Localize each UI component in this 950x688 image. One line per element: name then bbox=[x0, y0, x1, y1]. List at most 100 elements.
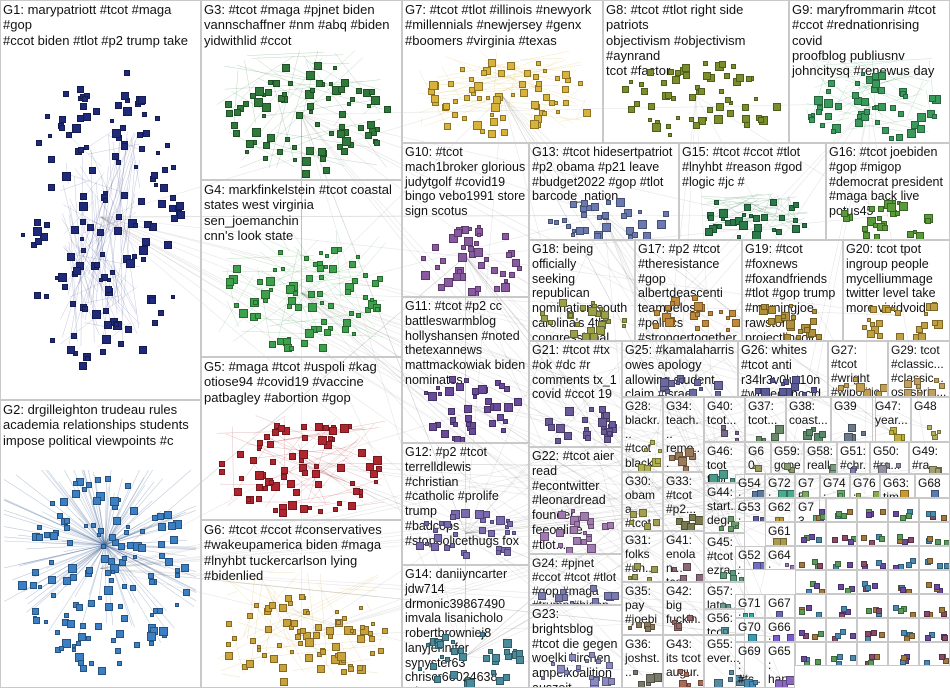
node bbox=[374, 127, 380, 132]
node bbox=[799, 630, 806, 637]
edge bbox=[67, 223, 86, 295]
node bbox=[293, 291, 299, 297]
node bbox=[555, 437, 562, 444]
node bbox=[727, 525, 734, 532]
group-box-small bbox=[857, 522, 888, 546]
edge bbox=[603, 215, 681, 384]
edge bbox=[217, 578, 373, 660]
node bbox=[581, 212, 588, 219]
node bbox=[182, 588, 190, 596]
node bbox=[231, 636, 237, 642]
node bbox=[444, 123, 452, 131]
node bbox=[315, 79, 323, 87]
group-label-g14: G14: daniiyncarter jdw714 drmonic3986749… bbox=[405, 567, 508, 687]
node bbox=[727, 515, 734, 522]
edge bbox=[465, 256, 684, 517]
node bbox=[253, 300, 259, 306]
node bbox=[479, 526, 487, 534]
group-box-small bbox=[826, 498, 857, 522]
node bbox=[246, 497, 252, 502]
node bbox=[500, 428, 506, 434]
node bbox=[894, 310, 901, 317]
edge bbox=[465, 256, 725, 604]
node bbox=[313, 464, 319, 470]
node bbox=[44, 531, 51, 538]
node bbox=[860, 71, 865, 76]
node bbox=[301, 156, 311, 166]
node bbox=[269, 654, 278, 663]
node bbox=[548, 218, 554, 224]
group-box-g6: G6: #tcot #ccot #conservatives #wakeupam… bbox=[201, 520, 402, 688]
group-box-g1: G1: marypatriott #tcot #maga #gop #ccot … bbox=[0, 0, 201, 400]
edge bbox=[465, 256, 897, 316]
node bbox=[645, 673, 655, 683]
node bbox=[314, 623, 322, 631]
node bbox=[855, 383, 865, 393]
node bbox=[877, 464, 887, 473]
node bbox=[897, 111, 904, 118]
node bbox=[300, 423, 307, 430]
node bbox=[324, 253, 329, 258]
node bbox=[541, 675, 546, 680]
node bbox=[110, 569, 115, 574]
node bbox=[855, 492, 861, 497]
node bbox=[451, 647, 459, 655]
group-box-small bbox=[919, 642, 950, 666]
group-box-g49: G49: #ra... bbox=[909, 442, 950, 474]
node bbox=[294, 304, 302, 312]
node bbox=[336, 501, 342, 507]
node bbox=[294, 634, 301, 641]
edge bbox=[125, 153, 133, 200]
node bbox=[558, 510, 567, 519]
node bbox=[328, 81, 333, 86]
node bbox=[768, 305, 777, 314]
node bbox=[622, 85, 630, 93]
edge bbox=[4, 500, 106, 546]
node bbox=[916, 232, 924, 239]
node bbox=[589, 585, 597, 593]
edge bbox=[113, 264, 137, 313]
node bbox=[683, 562, 692, 571]
node bbox=[312, 470, 321, 479]
edge bbox=[263, 435, 382, 486]
node bbox=[841, 534, 848, 541]
node bbox=[287, 296, 296, 305]
node bbox=[246, 660, 255, 669]
edge bbox=[120, 140, 136, 253]
edge bbox=[259, 573, 302, 662]
node bbox=[34, 291, 42, 299]
node bbox=[234, 108, 241, 116]
node bbox=[501, 232, 509, 240]
node bbox=[595, 658, 601, 664]
edge bbox=[252, 415, 286, 436]
node bbox=[832, 537, 839, 544]
node bbox=[804, 660, 811, 665]
node bbox=[621, 213, 628, 220]
node bbox=[139, 145, 146, 152]
node bbox=[493, 402, 502, 411]
group-box-g67: G67 bbox=[765, 594, 795, 618]
edge bbox=[291, 230, 365, 341]
node bbox=[129, 506, 138, 515]
node bbox=[742, 613, 748, 617]
edge bbox=[283, 469, 310, 481]
node bbox=[49, 501, 55, 507]
node bbox=[660, 80, 667, 87]
node bbox=[150, 613, 155, 618]
group-box-g37: G37: tcot... bbox=[745, 397, 786, 442]
node bbox=[760, 213, 768, 221]
node bbox=[335, 610, 340, 615]
node bbox=[288, 501, 298, 511]
edge bbox=[301, 292, 751, 518]
node bbox=[931, 319, 938, 326]
edge bbox=[864, 103, 870, 494]
node bbox=[71, 648, 76, 653]
node bbox=[840, 629, 847, 636]
edge bbox=[78, 517, 106, 546]
edge bbox=[301, 114, 643, 517]
node bbox=[744, 203, 752, 211]
group-box-small bbox=[919, 498, 950, 522]
node bbox=[239, 476, 245, 482]
edge bbox=[100, 216, 725, 432]
group-box-g3: G3: #tcot #maga #pjnet biden vannschaffn… bbox=[201, 0, 402, 180]
